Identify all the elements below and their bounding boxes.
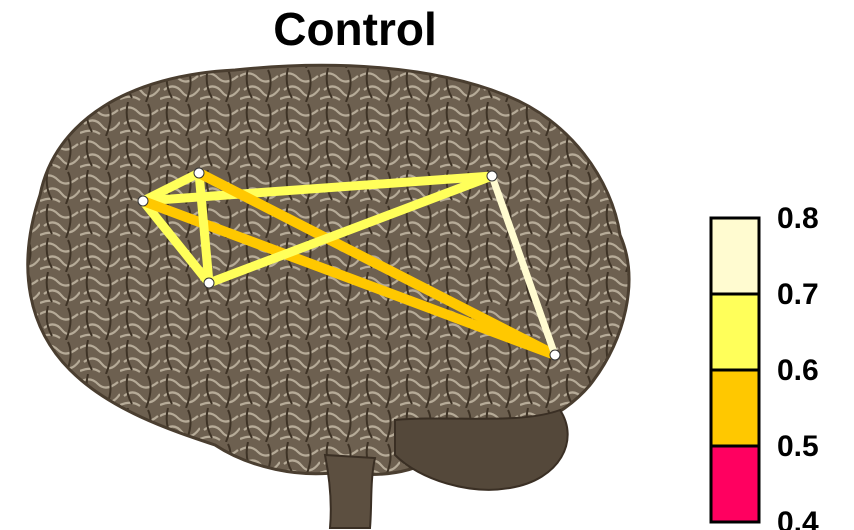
color-scale: 0.8 0.7 0.6 0.5 0.4 [711,202,819,530]
node-n3 [204,278,214,288]
colorbar-tick-label: 0.6 [777,354,819,387]
colorbar-tick-label: 0.5 [777,430,819,463]
colorbar-bin-2 [711,370,759,446]
colorbar-tick-label: 0.4 [777,506,819,530]
colorbar-bin-3 [711,446,759,522]
colorbar-bin-0 [711,218,759,294]
brainstem [325,455,375,528]
colorbar-tick-label: 0.8 [777,202,819,235]
brain-image [28,65,629,528]
colorbar-tick-label: 0.7 [777,278,819,311]
node-n5 [550,350,560,360]
node-n4 [487,171,497,181]
colorbar-bin-1 [711,294,759,370]
node-n1 [138,196,148,206]
cerebellum [395,410,568,490]
node-n2 [194,168,204,178]
